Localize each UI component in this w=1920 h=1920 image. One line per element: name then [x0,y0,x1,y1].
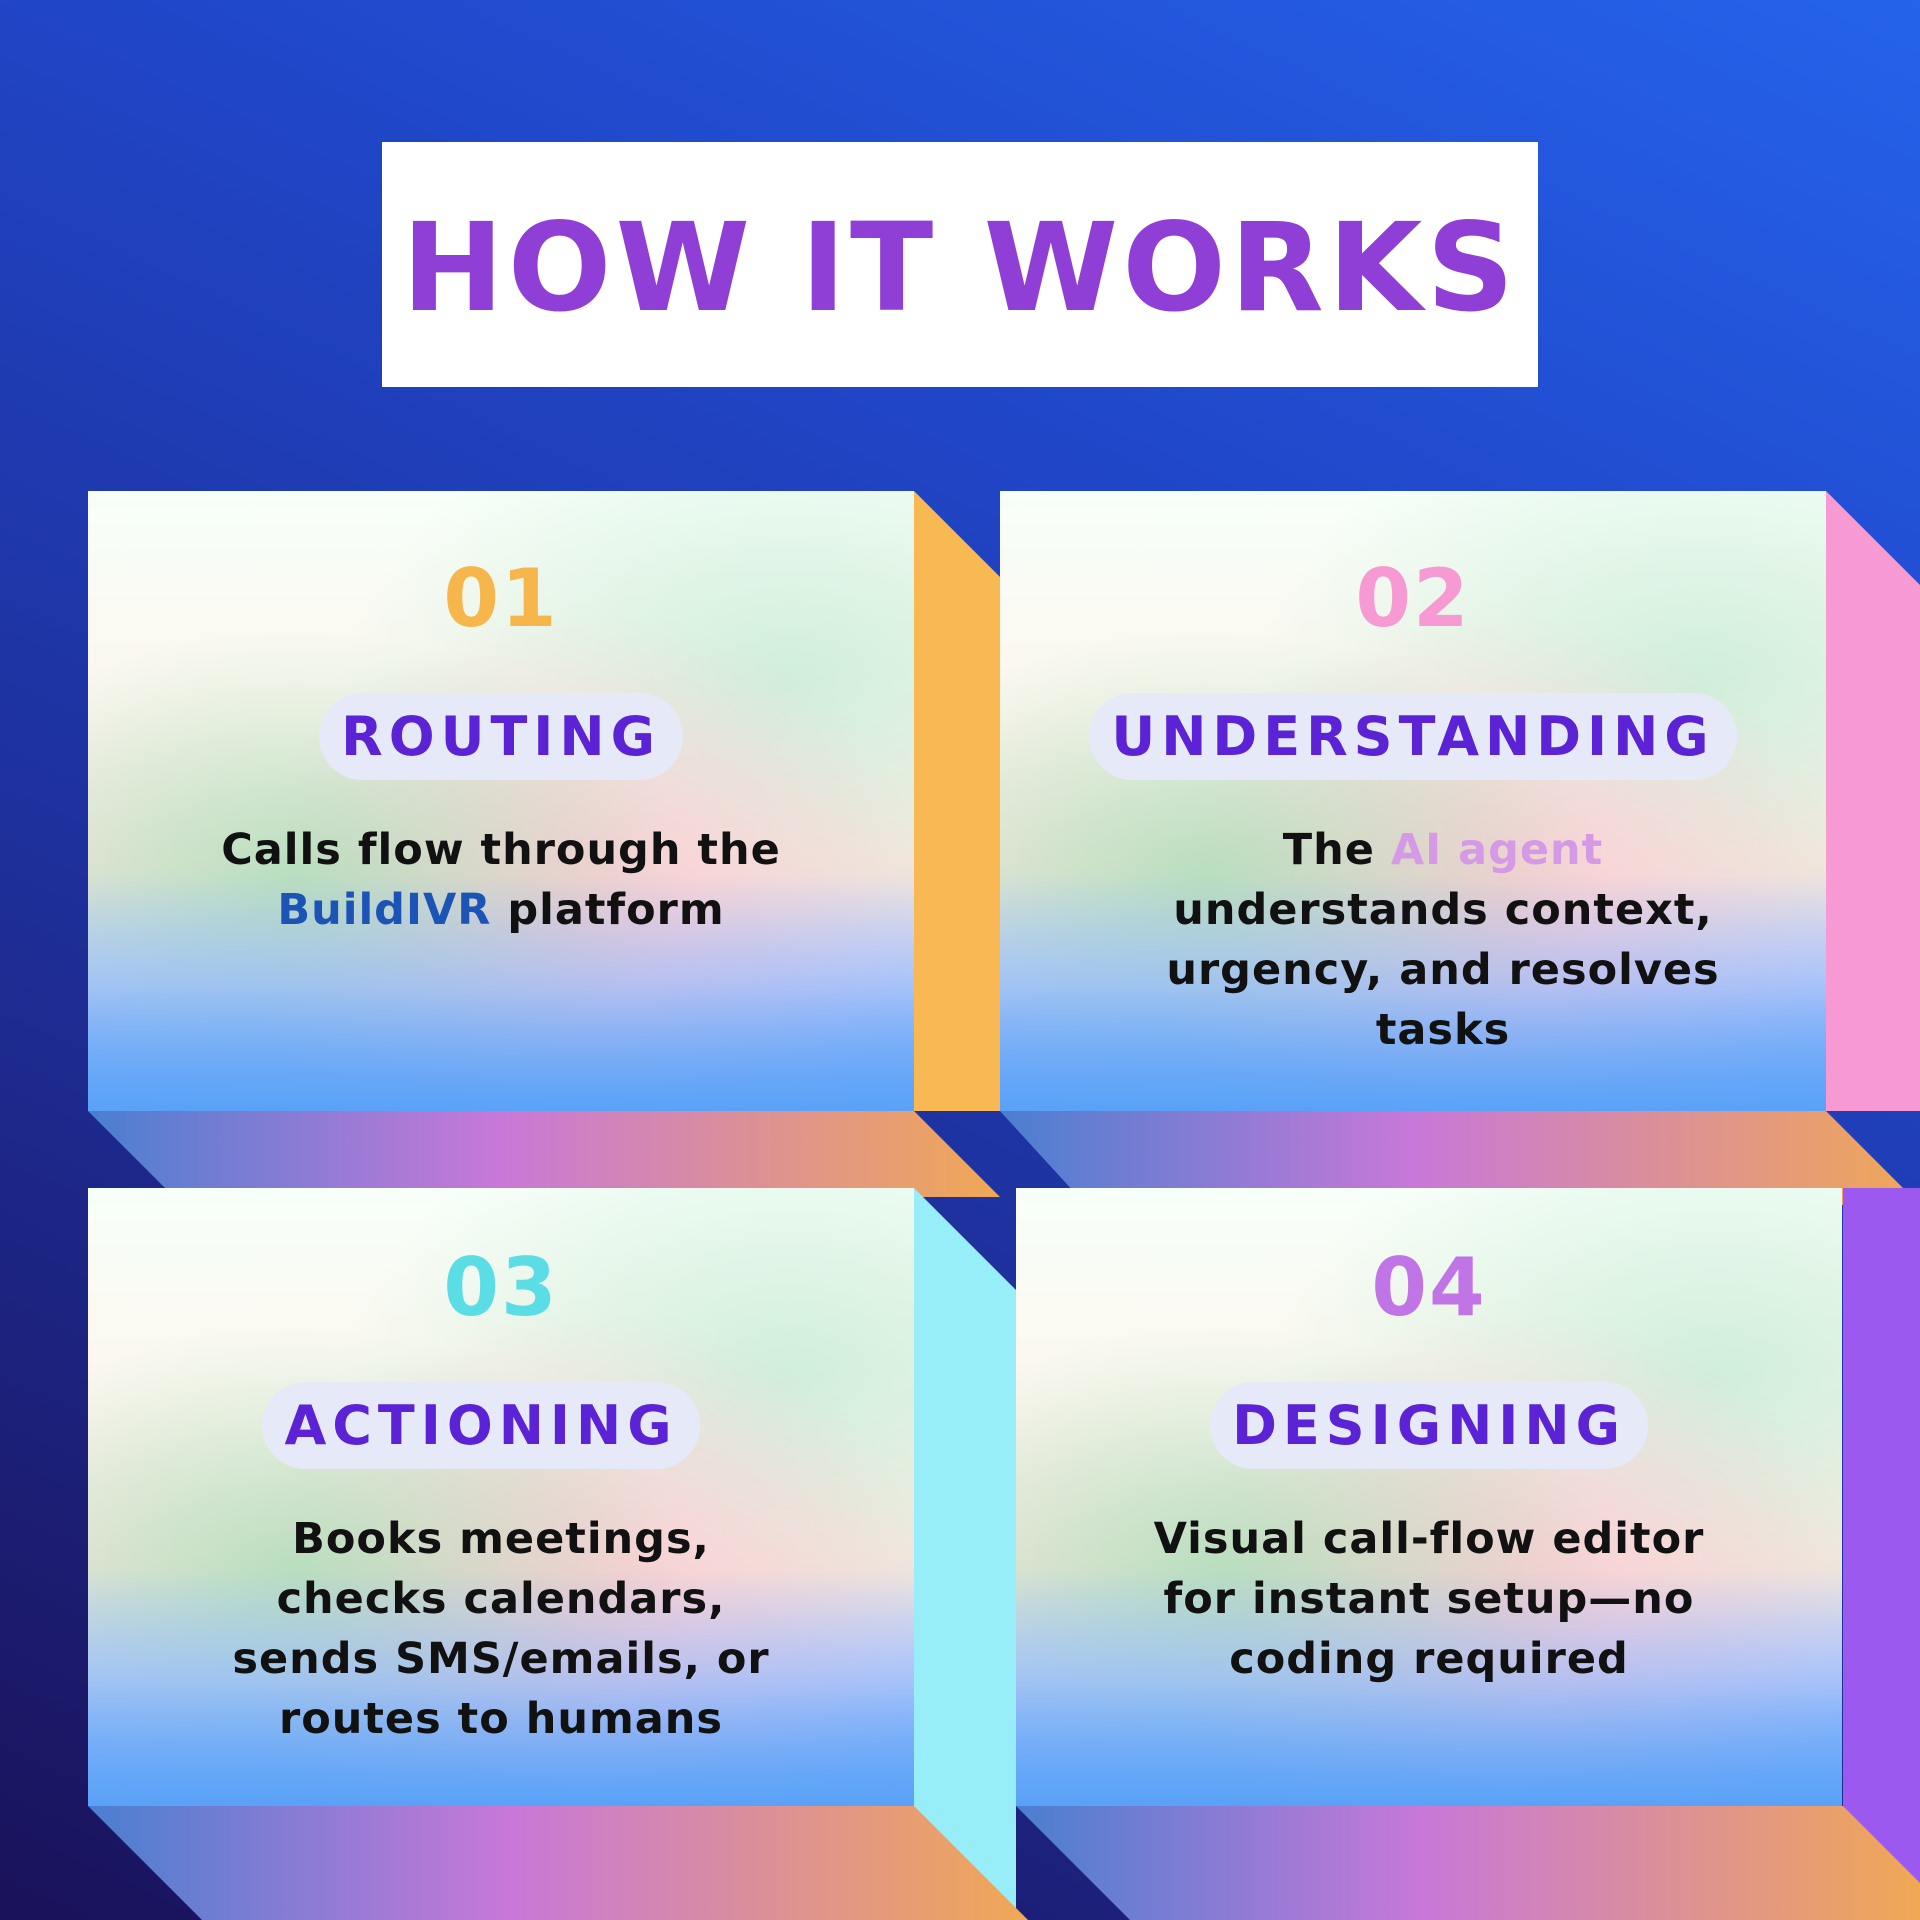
step-number: 04 [1371,1241,1487,1334]
step-number: 02 [1355,552,1471,645]
step-description: Visual call-flow editor for instant setu… [1153,1514,1705,1685]
step-number: 01 [443,552,559,645]
step-text-after: understands context, urgency, and resolv… [1166,885,1720,1056]
step-description: The AI agent understands context, urgenc… [1143,820,1743,1060]
step-description: Books meetings, checks calendars, sends … [232,1514,770,1745]
step-label: ACTIONING [262,1382,700,1470]
step-description: Calls flow through the BuildIVR platform [181,820,821,940]
step-card-designing: 04 DESIGNING Visual call-flow editor for… [1016,1188,1842,1806]
step-text-rest: platform [491,885,725,936]
step-text-before: The [1282,825,1391,876]
step-card-actioning: 03 ACTIONING Books meetings, checks cale… [88,1188,914,1806]
step-label: UNDERSTANDING [1089,693,1737,781]
brand-highlight: BuildIVR [277,885,492,936]
step-text: Calls flow through the [221,825,781,876]
step-number: 03 [443,1241,559,1334]
step-label: ROUTING [319,693,683,781]
page-title: HOW IT WORKS [401,196,1519,339]
title-banner: HOW IT WORKS [382,142,1538,387]
ai-agent-highlight: AI agent [1390,825,1604,876]
step-card-routing: 01 ROUTING Calls flow through the BuildI… [88,491,914,1111]
step-label: DESIGNING [1210,1382,1648,1470]
step-card-understanding: 02 UNDERSTANDING The AI agent understand… [1000,491,1826,1111]
